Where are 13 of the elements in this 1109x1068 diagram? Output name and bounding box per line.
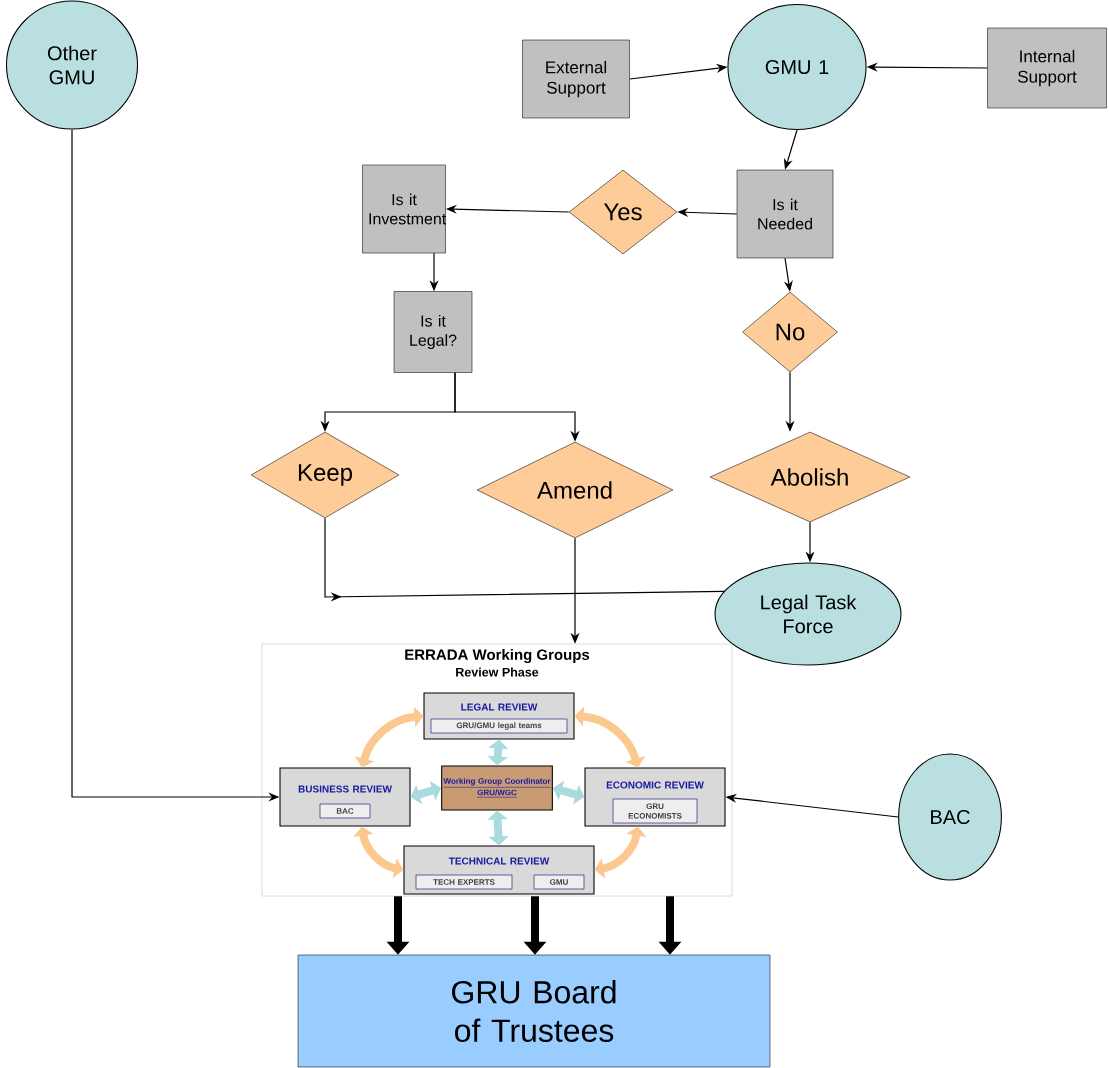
coordinator-box: Working Group Coordinator GRU/WGC (441, 765, 553, 811)
process-box: Is it Investment (362, 164, 447, 254)
block-arrow (487, 810, 509, 846)
tag-box: TECH EXPERTS (415, 874, 513, 890)
process-box: Is it Needed (736, 169, 834, 259)
tag-box: GRU ECONOMISTS (612, 798, 698, 824)
process-box: Internal Support (987, 27, 1107, 109)
board-box: GRU Board of Trustees (297, 954, 771, 1068)
process-box: Is it Legal? (393, 291, 473, 373)
process-box: External Support (522, 39, 630, 119)
tag-box: BAC (319, 803, 371, 819)
tag-box: GRU/GMU legal teams (430, 718, 568, 734)
tag-box: GMU (533, 874, 585, 890)
